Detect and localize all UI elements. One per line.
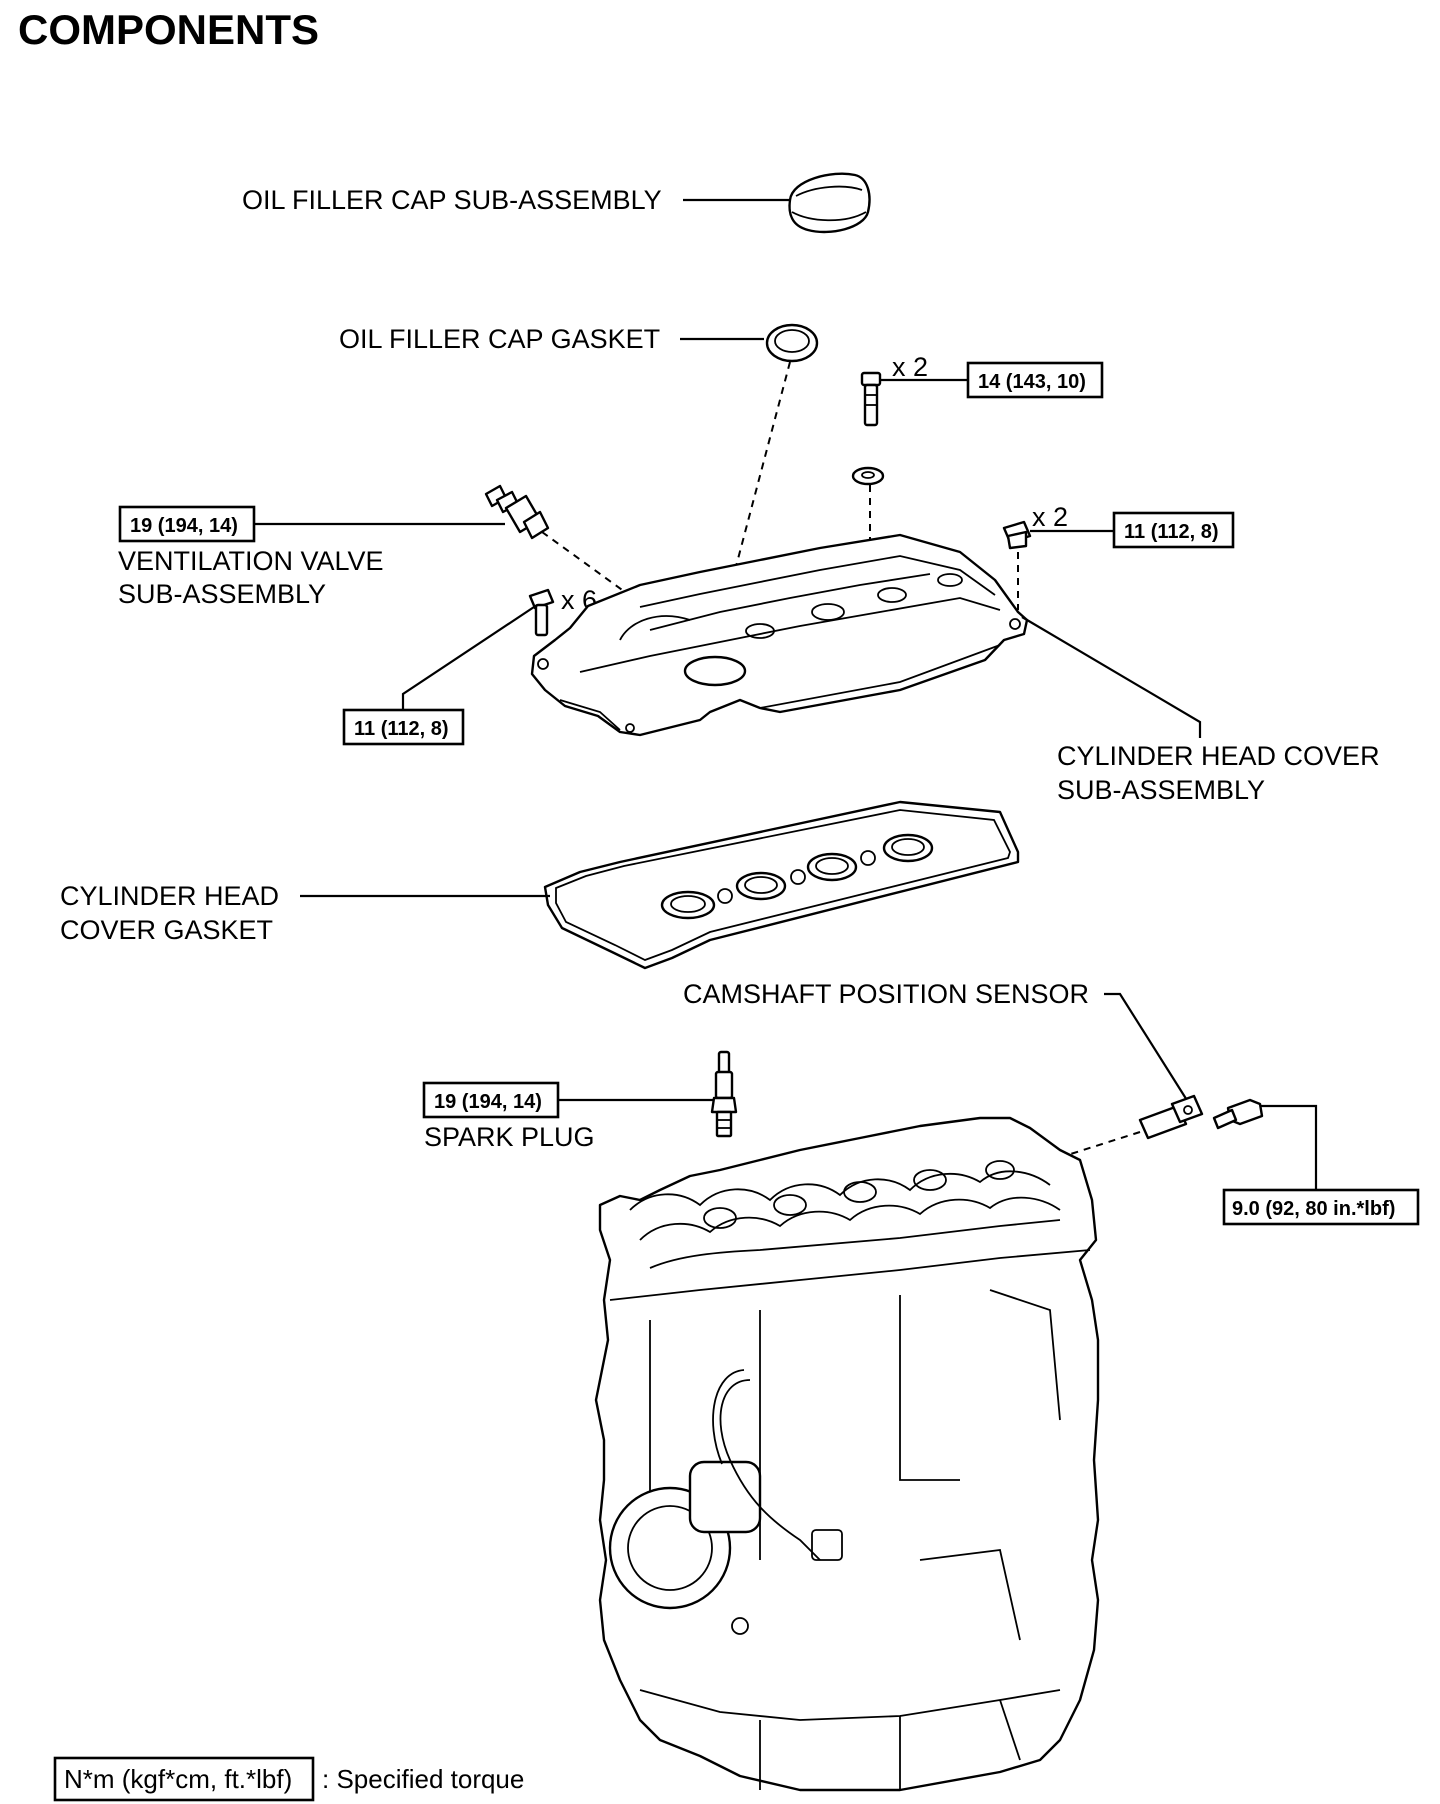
label-cylinder-head-cover-line2: SUB-ASSEMBLY — [1057, 775, 1265, 805]
torque-box-cover-bolt — [342, 708, 465, 746]
label-ventilation-valve-line1: VENTILATION VALVE — [118, 546, 384, 576]
torque-stud-bolt: 14 (143, 10) — [978, 371, 1086, 393]
torque-cover-bolt: 11 (112, 8) — [354, 718, 449, 740]
legend-unit: N*m (kgf*cm, ft.*lbf) — [64, 1764, 292, 1794]
stud-bolt-icon — [860, 371, 882, 427]
grommet-icon — [851, 466, 885, 486]
label-cylinder-head-cover-gasket-line1: CYLINDER HEAD — [60, 881, 279, 911]
spark-plug-icon — [710, 1050, 738, 1138]
page-title: COMPONENTS — [18, 6, 319, 53]
label-cylinder-head-cover-gasket-line2: COVER GASKET — [60, 915, 273, 945]
oil-filler-cap-icon — [788, 172, 871, 234]
torque-box-spark-plug — [422, 1081, 560, 1119]
camshaft-position-sensor-icon — [1138, 1094, 1204, 1140]
label-cylinder-head-cover-line1: CYLINDER HEAD COVER — [1057, 741, 1380, 771]
engine-block-icon — [594, 1116, 1100, 1792]
leader-camshaft-position-sensor — [1104, 992, 1191, 1106]
camshaft-sensor-bolt-icon — [1212, 1098, 1264, 1130]
cover-nut-icon — [1002, 520, 1032, 550]
cylinder-head-cover-gasket-icon — [543, 800, 1020, 970]
label-spark-plug: SPARK PLUG — [424, 1122, 595, 1152]
torque-box-stud-bolt — [966, 361, 1104, 399]
leader-camshaft-sensor-bolt — [1260, 1104, 1318, 1190]
label-oil-filler-cap: OIL FILLER CAP SUB-ASSEMBLY — [242, 185, 662, 215]
cover-bolt-icon — [528, 588, 555, 637]
torque-spark-plug: 19 (194, 14) — [434, 1091, 542, 1113]
label-oil-filler-cap-gasket: OIL FILLER CAP GASKET — [339, 324, 660, 354]
ventilation-valve-icon — [484, 484, 550, 540]
torque-box-camshaft-sensor-bolt — [1222, 1188, 1420, 1226]
legend-description: : Specified torque — [322, 1764, 524, 1794]
qty-cover-nut: x 2 — [1032, 502, 1068, 532]
legend-unit-box — [53, 1756, 315, 1802]
leader-cylinder-head-cover — [1021, 616, 1202, 738]
cylinder-head-cover-icon — [530, 533, 1029, 737]
torque-camshaft-sensor-bolt: 9.0 (92, 80 in.*lbf) — [1232, 1198, 1395, 1220]
torque-cover-nut: 11 (112, 8) — [1124, 521, 1219, 543]
dashed-line-camshaft-sensor — [1057, 1131, 1141, 1159]
torque-box-cover-nut — [1112, 511, 1235, 549]
label-camshaft-position-sensor: CAMSHAFT POSITION SENSOR — [683, 979, 1089, 1009]
oil-filler-cap-gasket-icon — [765, 323, 819, 363]
torque-ventilation-valve: 19 (194, 14) — [130, 515, 238, 537]
qty-stud-bolt: x 2 — [892, 352, 928, 382]
leader-cover-bolt — [401, 604, 538, 710]
label-ventilation-valve-line2: SUB-ASSEMBLY — [118, 579, 326, 609]
